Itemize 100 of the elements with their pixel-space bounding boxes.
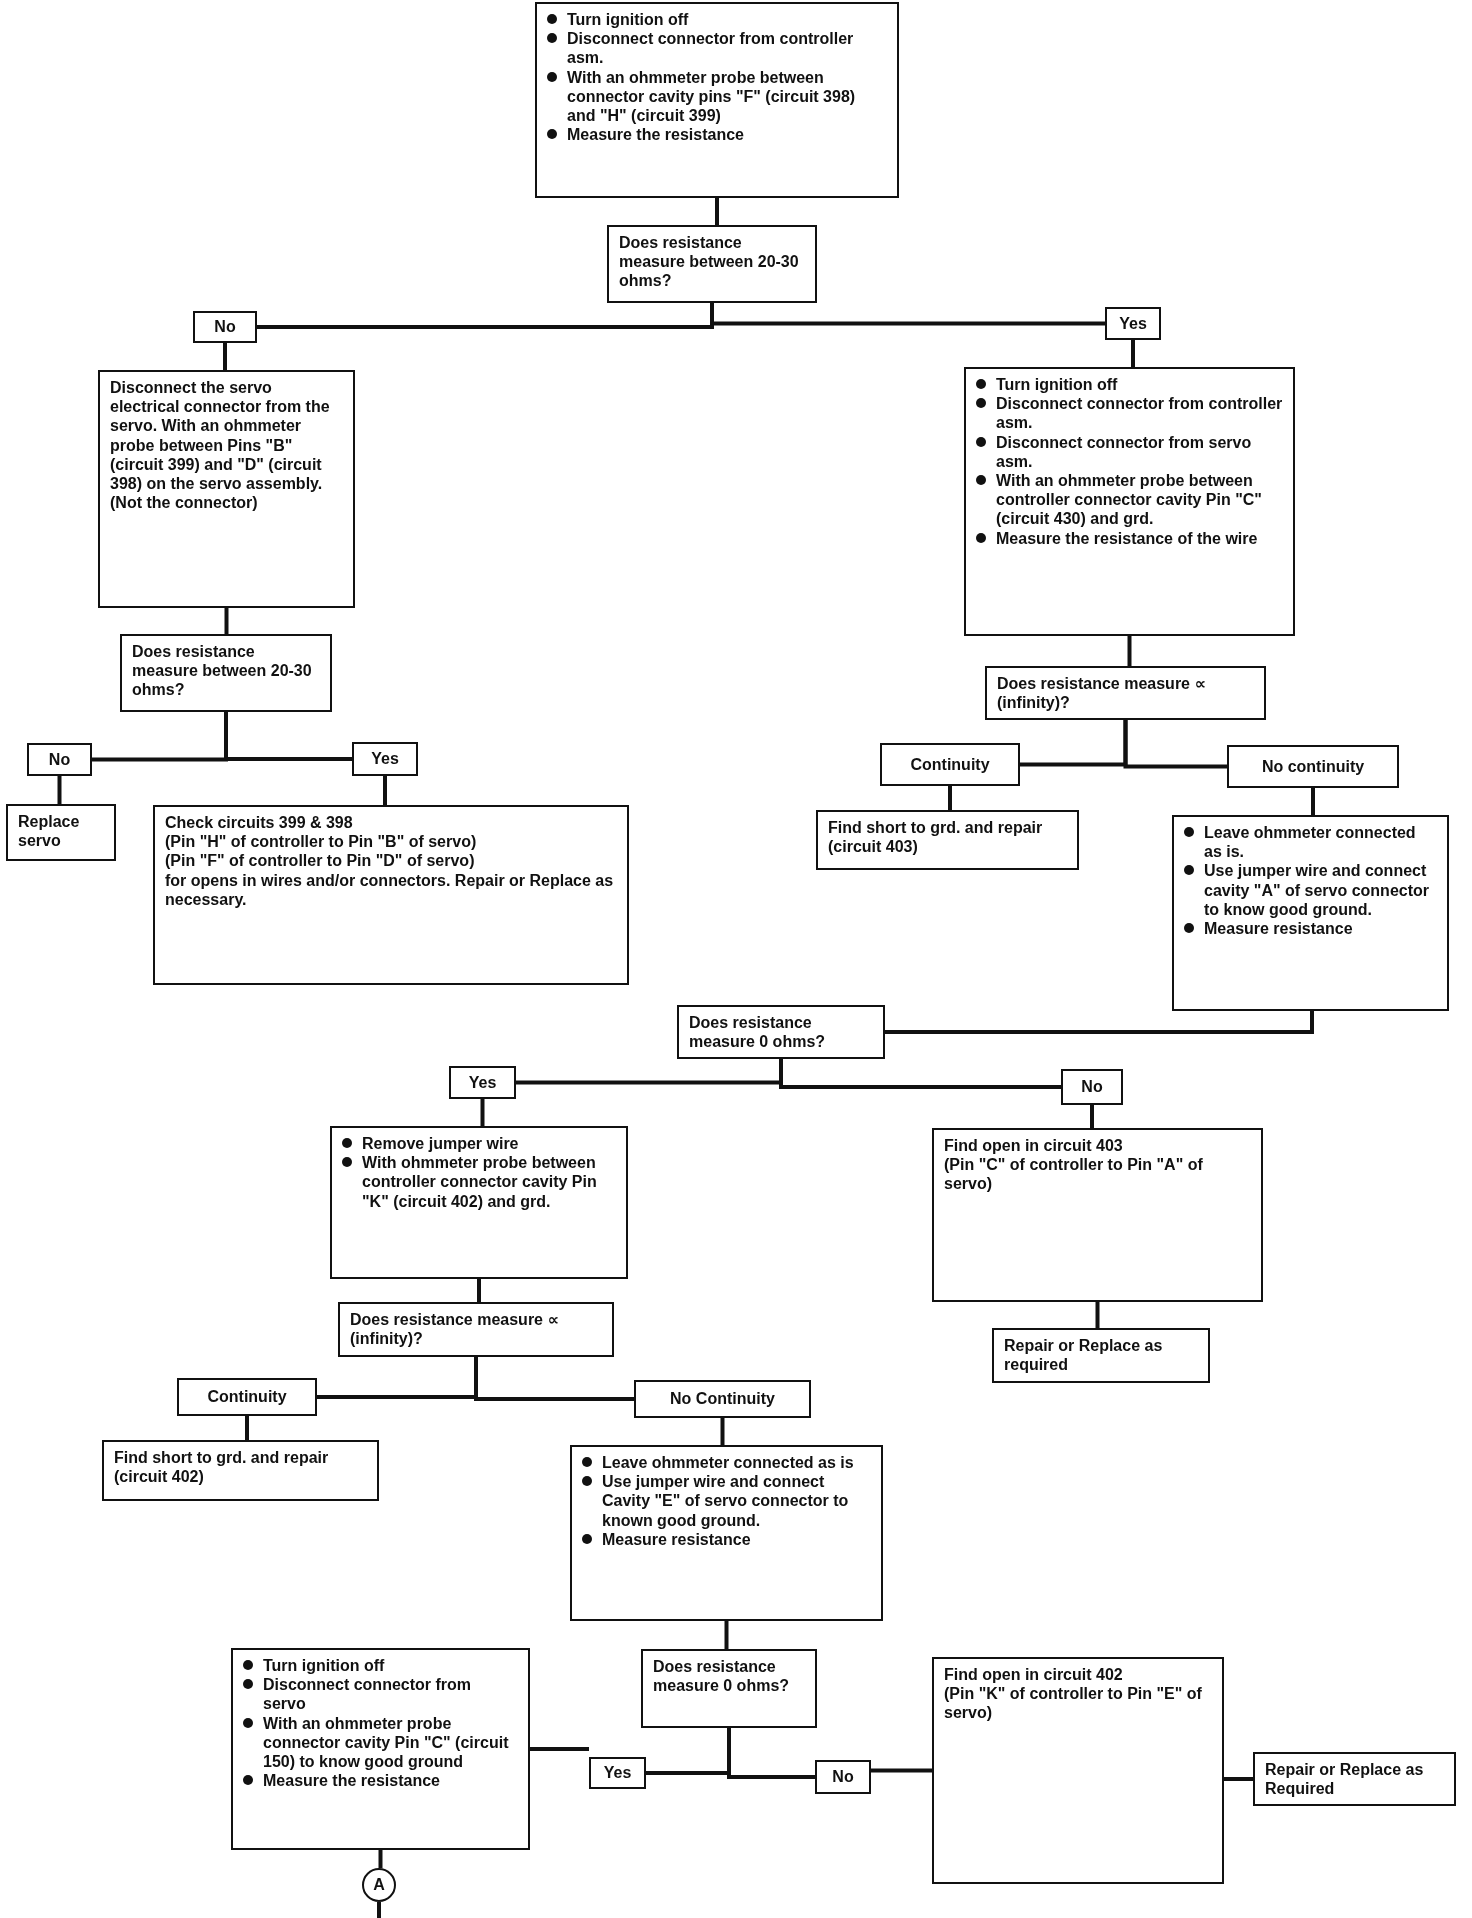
connector-line — [871, 1768, 932, 1773]
process-box — [535, 2, 899, 198]
process-box — [570, 1445, 883, 1621]
branch-label: No continuity — [1261, 756, 1365, 777]
step-text: With ohmmeter probe between controller connector cavity Pin "K" (circuit 402) and grd. — [362, 1153, 598, 1211]
step-text: Measure resistance — [602, 1529, 751, 1549]
branch-label-box — [27, 743, 92, 776]
process-box — [153, 805, 629, 985]
step-text: Use jumper wire and connect Cavity "E" of servo connector to known good ground. — [602, 1472, 850, 1530]
branch-label-box — [815, 1760, 871, 1794]
connector-line — [710, 303, 1105, 326]
step-text: Does resistance measure 0 ohms? — [689, 1013, 827, 1052]
step-text: Turn ignition off — [567, 10, 689, 30]
connector-line — [57, 776, 62, 804]
step-text: Find open in circuit 403 — [944, 1136, 1124, 1156]
step-text: Measure the resistance of the wire — [996, 528, 1258, 548]
step-text: Check circuits 399 & 398 — [165, 813, 354, 833]
step-text: Measure the resistance — [567, 125, 744, 145]
process-box — [102, 1440, 379, 1501]
step-text: (Pin "H" of controller to Pin "B" of servo) — [165, 832, 478, 852]
step-text: Disconnect connector from controller asm. — [996, 394, 1283, 433]
step-text: for opens in wires and/or connectors. Repair or Replace as necessary. — [165, 870, 615, 909]
step-text: Find open in circuit 402 — [944, 1665, 1124, 1685]
process-box — [231, 1648, 530, 1850]
branch-label: No — [1081, 1077, 1103, 1097]
branch-label-box — [1105, 307, 1161, 340]
step-text: Repair or Replace as required — [1004, 1336, 1164, 1375]
connector-line — [245, 1416, 249, 1440]
branch-label-box — [589, 1757, 646, 1789]
step-text: Replace servo — [18, 812, 81, 851]
branch-label: A — [373, 1875, 385, 1895]
branch-label-box — [634, 1380, 811, 1418]
step-text: Does resistance measure 0 ohms? — [653, 1657, 791, 1696]
step-text: (Pin "C" of controller to Pin "A" of servo) — [944, 1155, 1204, 1194]
branch-label: Continuity — [207, 1387, 287, 1407]
process-box — [992, 1328, 1210, 1383]
step-text: (Pin "F" of controller to Pin "D" of servo) — [165, 851, 476, 871]
step-text: Does resistance measure between 20-30 ohms? — [619, 233, 800, 291]
process-box — [816, 810, 1079, 870]
step-text: Disconnect connector from servo — [263, 1675, 473, 1714]
connector-line — [715, 198, 719, 225]
connector-line — [223, 343, 227, 370]
step-text: Remove jumper wire — [362, 1134, 519, 1154]
connector-circle — [362, 1868, 396, 1902]
step-text: Measure the resistance — [263, 1771, 440, 1791]
step-text: Does resistance measure between 20-30 ohms? — [132, 642, 313, 700]
branch-label-box — [449, 1066, 516, 1099]
branch-label: No — [48, 749, 71, 770]
connector-line — [383, 776, 387, 805]
step-text: With an ohmmeter probe between controller connector cavity Pin "C" (circuit 430) and grd. — [996, 470, 1263, 529]
branch-label-box — [352, 742, 418, 776]
step-text: Does resistance measure ∝ (infinity)? — [350, 1310, 560, 1349]
branch-label-box — [1061, 1069, 1123, 1105]
process-box — [932, 1657, 1224, 1884]
connector-line — [1095, 1302, 1100, 1328]
step-text: Find short to grd. and repair (circuit 402) — [114, 1448, 330, 1487]
connector-line — [1131, 340, 1135, 367]
connector-line — [377, 1902, 381, 1918]
branch-label: Yes — [603, 1763, 632, 1783]
step-text: Turn ignition off — [263, 1656, 385, 1676]
branch-label-box — [1227, 745, 1399, 788]
process-box — [1172, 815, 1449, 1011]
step-text: With an ohmmeter probe between connector cavity pins "F" (circuit 398) and "H" (circuit 399) — [567, 67, 857, 126]
branch-label: Yes — [468, 1072, 497, 1093]
connector-line — [224, 608, 229, 634]
step-text: Disconnect connector from servo asm. — [996, 432, 1253, 471]
step-text: Measure resistance — [1204, 918, 1353, 939]
branch-label: Yes — [1119, 313, 1147, 334]
step-text: Leave ohmmeter connected as is — [602, 1453, 854, 1473]
connector-line — [480, 1099, 485, 1126]
process-box — [1253, 1752, 1456, 1807]
process-box — [985, 666, 1266, 721]
step-text: With an ohmmeter probe connector cavity Pin "C" (circuit 150) to know good ground — [263, 1713, 510, 1772]
process-box — [607, 225, 817, 303]
connector-line — [477, 1279, 481, 1302]
branch-label-box — [177, 1378, 317, 1416]
connector-line — [1123, 720, 1227, 769]
branch-label: Yes — [371, 749, 399, 769]
branch-label: Continuity — [910, 754, 990, 775]
process-box — [120, 634, 332, 712]
process-box — [6, 804, 116, 861]
branch-label: No Continuity — [670, 1389, 775, 1409]
step-text: Does resistance measure ∝ (infinity)? — [997, 674, 1207, 713]
step-text: Use jumper wire and connect cavity "A" of servo connector to know good ground. — [1204, 861, 1430, 919]
connector-line — [948, 786, 952, 810]
process-box — [338, 1302, 614, 1357]
connector-line — [530, 1747, 589, 1751]
process-box — [330, 1126, 628, 1279]
step-text: Disconnect the servo electrical connector from the servo. With an ohmmeter probe between Pins "B" (circuit 399) and "D" (circuit 398) on the servo assembly. (Not the connector) — [110, 378, 331, 513]
connector-line — [378, 1850, 383, 1868]
process-box — [677, 1005, 885, 1060]
branch-label: No — [832, 1767, 854, 1787]
connector-line — [727, 1728, 815, 1779]
connector-line — [885, 1011, 1314, 1034]
connector-line — [1311, 788, 1315, 815]
process-box — [964, 367, 1295, 636]
connector-line — [724, 1621, 729, 1649]
branch-label-box — [880, 743, 1020, 786]
process-box — [932, 1128, 1263, 1302]
step-text: Turn ignition off — [996, 375, 1118, 395]
